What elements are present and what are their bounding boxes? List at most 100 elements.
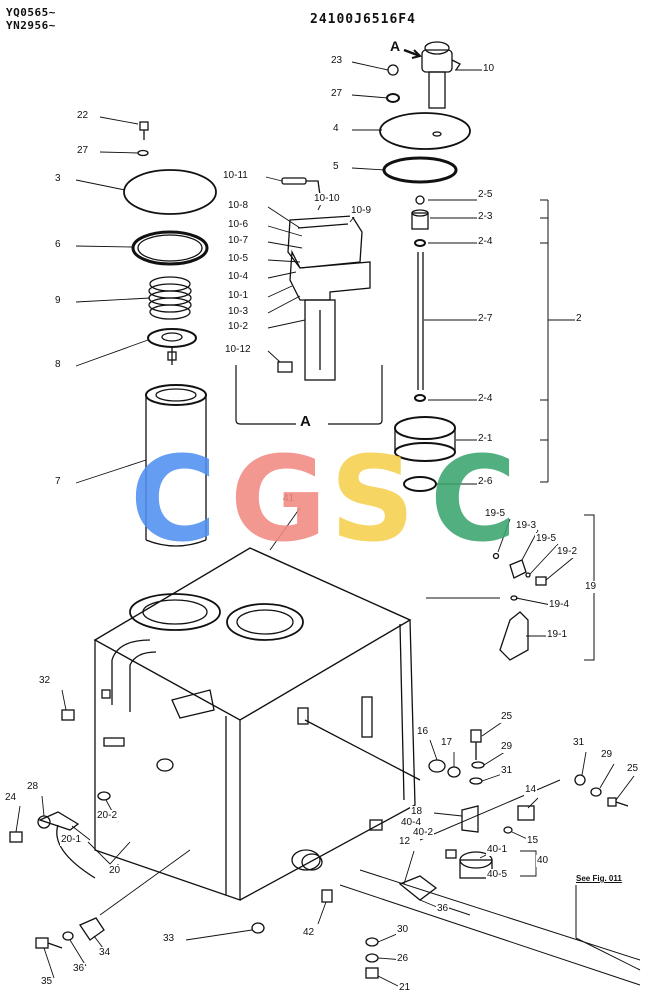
- callout-c10-5[interactable]: 10-5: [227, 253, 250, 265]
- callout-c2-5[interactable]: 2-5: [477, 189, 494, 201]
- callout-c33[interactable]: 33: [162, 933, 176, 945]
- callout-c21[interactable]: 21: [398, 982, 412, 994]
- callout-c2-3[interactable]: 2-3: [477, 211, 494, 223]
- strainer-2-1: [394, 416, 456, 462]
- callout-c2-4b[interactable]: 2-4: [477, 393, 494, 405]
- callout-c34[interactable]: 34: [98, 947, 112, 959]
- callout-c20-2[interactable]: 20-2: [96, 810, 119, 822]
- callout-c19-4[interactable]: 19-4: [548, 599, 571, 611]
- callout-c10[interactable]: 10: [482, 63, 496, 75]
- callout-c10-2[interactable]: 10-2: [227, 321, 250, 333]
- callout-c19-2[interactable]: 19-2: [556, 546, 579, 558]
- part-2-4-lower: [414, 394, 426, 402]
- callout-c9[interactable]: 9: [54, 295, 62, 307]
- callout-c2-1[interactable]: 2-1: [477, 433, 494, 445]
- callout-c16[interactable]: 16: [416, 726, 430, 738]
- callout-c40-5[interactable]: 40-5: [486, 869, 509, 881]
- callout-c2-6[interactable]: 2-6: [477, 476, 494, 488]
- callout-c10-3[interactable]: 10-3: [227, 306, 250, 318]
- callout-c28[interactable]: 28: [26, 781, 40, 793]
- callout-c14[interactable]: 14: [524, 784, 538, 796]
- callout-c10-11[interactable]: 10-11: [222, 170, 249, 182]
- callout-c19-3[interactable]: 19-3: [515, 520, 538, 532]
- see-fig-reference[interactable]: See Fig. 011: [576, 874, 622, 883]
- callout-c25b[interactable]: 25: [626, 763, 640, 775]
- callout-c26[interactable]: 26: [396, 953, 410, 965]
- callout-c23[interactable]: 23: [330, 55, 344, 67]
- part-2-3: [411, 209, 429, 230]
- part-number: 24100J6516F4: [310, 12, 416, 27]
- callout-c17[interactable]: 17: [440, 737, 454, 749]
- callout-c10-7[interactable]: 10-7: [227, 235, 250, 247]
- callout-c7[interactable]: 7: [54, 476, 62, 488]
- callout-c10-1[interactable]: 10-1: [227, 290, 250, 302]
- cover-plate-3: [123, 169, 217, 215]
- callout-c40-4[interactable]: 40-4: [400, 817, 423, 829]
- small-hardware: [9, 552, 629, 979]
- callout-c2-4a[interactable]: 2-4: [477, 236, 494, 248]
- callout-c40-2[interactable]: 40-2: [412, 827, 435, 839]
- callout-c10-8[interactable]: 10-8: [227, 200, 250, 212]
- callout-c18[interactable]: 18: [410, 806, 424, 818]
- callout-c22[interactable]: 22: [76, 110, 90, 122]
- callout-c31a[interactable]: 31: [500, 765, 514, 777]
- bolt-22: [139, 121, 149, 140]
- filter-element-7: [145, 384, 207, 547]
- serial-range-2: YN2956~: [6, 19, 56, 32]
- callout-c20-1[interactable]: 20-1: [60, 834, 83, 846]
- callout-c20[interactable]: 20: [108, 865, 122, 877]
- callout-c42[interactable]: 42: [302, 927, 316, 939]
- callout-c25a[interactable]: 25: [500, 711, 514, 723]
- callout-c3[interactable]: 3: [54, 173, 62, 185]
- callout-c10-9[interactable]: 10-9: [350, 205, 373, 217]
- callout-c29a[interactable]: 29: [500, 741, 514, 753]
- callout-c10-4[interactable]: 10-4: [227, 271, 250, 283]
- callout-c19-5b[interactable]: 19-5: [535, 533, 558, 545]
- detail-a-label: A: [300, 413, 311, 430]
- callout-c29b[interactable]: 29: [600, 749, 614, 761]
- callout-c10-6[interactable]: 10-6: [227, 219, 250, 231]
- washer-27-left: [137, 149, 149, 157]
- callout-c15[interactable]: 15: [526, 835, 540, 847]
- breather-10: [421, 41, 461, 109]
- serial-range-1: YQ0565~: [6, 6, 56, 19]
- arrow-a-label: A: [390, 38, 401, 54]
- nut-27-right: [386, 93, 400, 103]
- spring-9: [148, 276, 192, 320]
- callout-c27b[interactable]: 27: [76, 145, 90, 157]
- callout-c40[interactable]: 40: [536, 855, 550, 867]
- callout-c35[interactable]: 35: [40, 976, 54, 988]
- callout-c2[interactable]: 2: [575, 313, 583, 325]
- callout-c6[interactable]: 6: [54, 239, 62, 251]
- callout-c32[interactable]: 32: [38, 675, 52, 687]
- callout-c27a[interactable]: 27: [330, 88, 344, 100]
- callout-c24[interactable]: 24: [4, 792, 18, 804]
- o-ring-5: [382, 156, 458, 184]
- callout-c8[interactable]: 8: [54, 359, 62, 371]
- callout-c41[interactable]: 41: [282, 493, 296, 505]
- part-2-4-upper: [414, 239, 426, 247]
- callout-c5[interactable]: 5: [332, 161, 340, 173]
- group-brackets: [426, 199, 595, 661]
- detail-a-frame: [235, 365, 383, 425]
- valve-8: [147, 328, 197, 365]
- callout-c10-10[interactable]: 10-10: [313, 193, 341, 205]
- callout-c40-1[interactable]: 40-1: [486, 844, 509, 856]
- callout-c19-5a[interactable]: 19-5: [484, 508, 507, 520]
- callout-c10-12[interactable]: 10-12: [224, 344, 252, 356]
- callout-c2-7[interactable]: 2-7: [477, 313, 494, 325]
- o-ring-2-6: [403, 476, 437, 492]
- callout-c4[interactable]: 4: [332, 123, 340, 135]
- callout-c36a[interactable]: 36: [436, 903, 450, 915]
- callout-c19-1[interactable]: 19-1: [546, 629, 569, 641]
- washer-23: [387, 64, 399, 76]
- callout-c36b[interactable]: 36: [72, 963, 86, 975]
- callout-c12[interactable]: 12: [398, 836, 412, 848]
- hydraulic-tank-41: [93, 547, 421, 901]
- callout-c31b[interactable]: 31: [572, 737, 586, 749]
- arrow-to-A: [403, 48, 421, 58]
- callout-c19[interactable]: 19: [584, 581, 598, 593]
- callout-c30[interactable]: 30: [396, 924, 410, 936]
- chassis-frame: [339, 779, 641, 986]
